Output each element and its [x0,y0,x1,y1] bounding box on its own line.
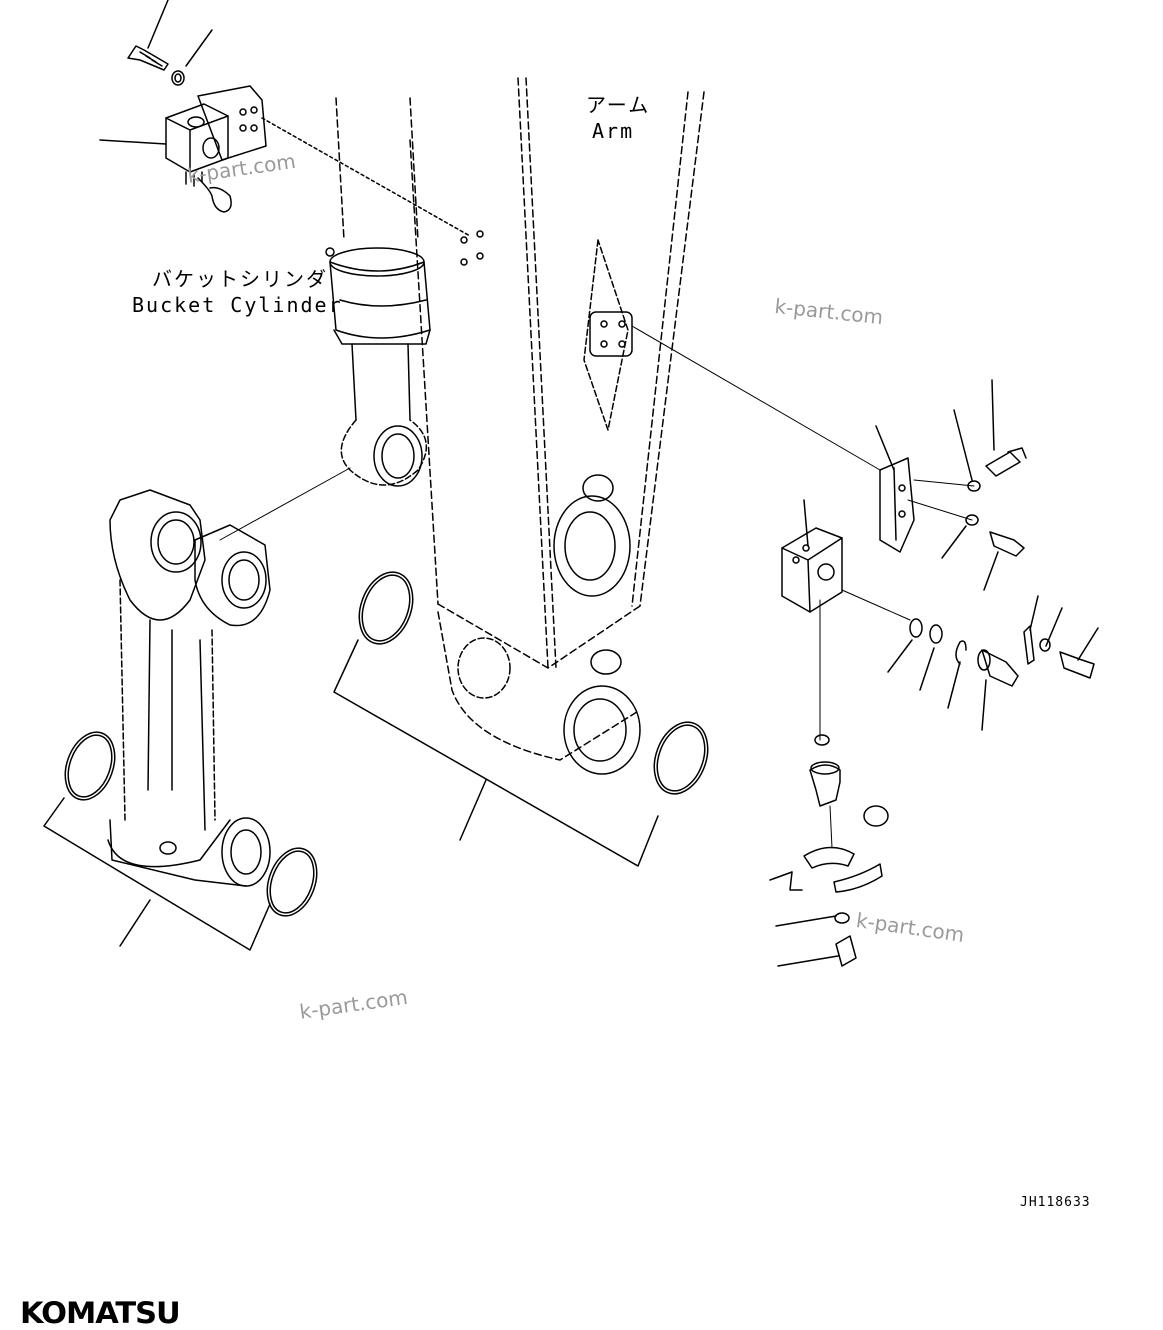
bucket-cylinder-label-jp: バケットシリンダ [152,267,328,291]
sensor-assembly-right [631,325,1095,967]
arm-label-jp: アーム [586,93,651,117]
drawing-code: JH118633 [1020,1195,1091,1210]
link-assembly [107,489,271,887]
leader-line-link [219,467,351,541]
arm-mount-plate [583,239,633,431]
leader-lines-right [769,379,1099,967]
sensor-bracket-top [127,45,484,266]
seal-rings [64,571,709,917]
arm-label-en: Arm [592,119,635,143]
leader-lines-top-left [99,0,213,145]
arm-pin-bosses [457,474,641,775]
group-brackets [43,639,659,951]
bucket-cylinder [325,97,431,487]
arm-body [409,77,705,761]
komatsu-logo: KOMATSU [20,1296,181,1330]
bucket-cylinder-label-en: Bucket Cylinder [132,293,343,317]
